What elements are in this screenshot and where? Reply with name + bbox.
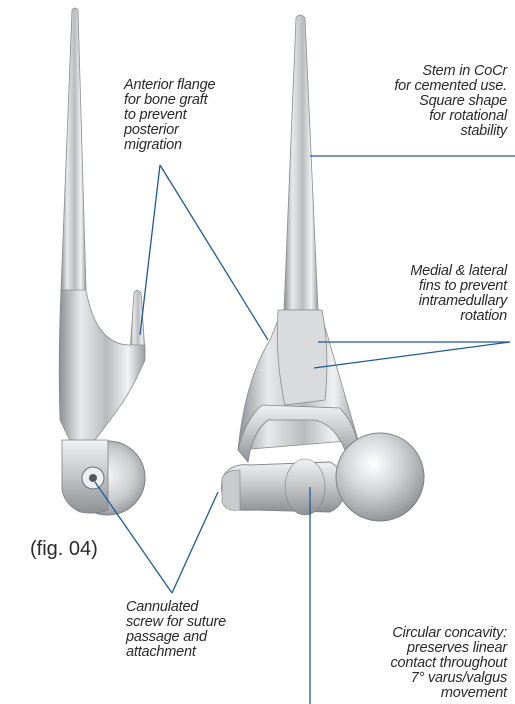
callout-concavity: Circular concavity: preserves linear con… [390, 626, 507, 701]
callout-fins: Medial & lateral fins to prevent intrame… [410, 264, 507, 324]
leader-flange-right [160, 165, 268, 340]
leader-screw-b [172, 492, 218, 593]
leader-flange-left [140, 165, 160, 335]
leader-fins-a [314, 342, 510, 368]
callout-stem: Stem in CoCr for cemented use. Square sh… [394, 64, 507, 139]
figure-label: (fig. 04) [30, 538, 98, 561]
callout-anterior-flange: Anterior flange for bone graft to preven… [124, 78, 215, 153]
callout-screw: Cannulated screw for suture passage and … [126, 600, 226, 660]
